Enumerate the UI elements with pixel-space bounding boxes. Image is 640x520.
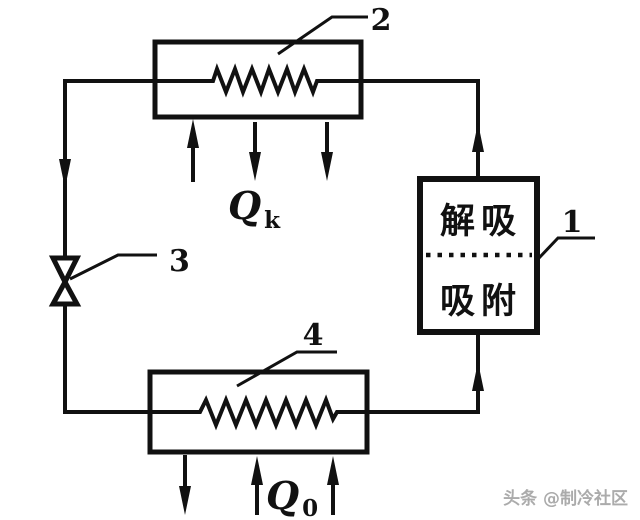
- leader-line-evaporator: [236, 350, 337, 388]
- leader-line-adsorber: [537, 236, 595, 260]
- watermark: 头条 @制冷社区: [503, 488, 628, 509]
- adsorber-ref-label: 1: [562, 205, 583, 240]
- valve-upper-triangle: [48, 255, 82, 288]
- leader-line-condenser: [277, 15, 368, 56]
- evaporator-ref-label: 4: [303, 318, 324, 353]
- evaporator-coil: [150, 394, 367, 431]
- heat-arrow-up-icon: [327, 456, 339, 485]
- evaporator-heat-arrows: [179, 455, 339, 515]
- flow-arrow-up-icon: [472, 362, 484, 391]
- heat-arrow-up-icon: [251, 456, 263, 485]
- pipe-evaporator-to-adsorber: [367, 332, 480, 414]
- pipe-condenser-to-evaporator-left: [63, 79, 155, 414]
- adsorber-desorption-text: 解吸: [440, 201, 522, 242]
- heat-arrow-down-icon: [249, 152, 261, 181]
- heat-arrow-down-icon: [179, 486, 191, 515]
- flow-arrow-down-icon: [59, 159, 71, 188]
- adsorber-adsorption-text: 吸附: [440, 281, 522, 322]
- valve-ref-label: 3: [169, 244, 190, 279]
- condenser-coil: [155, 63, 361, 98]
- valve-lower-triangle: [48, 276, 82, 307]
- heat-arrow-up-icon: [187, 119, 199, 148]
- heat-arrow-down-icon: [321, 152, 333, 181]
- pipe-adsorber-to-condenser: [361, 79, 480, 179]
- leader-line-valve: [69, 253, 157, 281]
- condenser-heat-arrows: [187, 119, 333, 182]
- flow-arrow-up-icon: [472, 123, 484, 152]
- condenser-ref-label: 2: [371, 3, 392, 38]
- throttle-valve: [48, 255, 82, 307]
